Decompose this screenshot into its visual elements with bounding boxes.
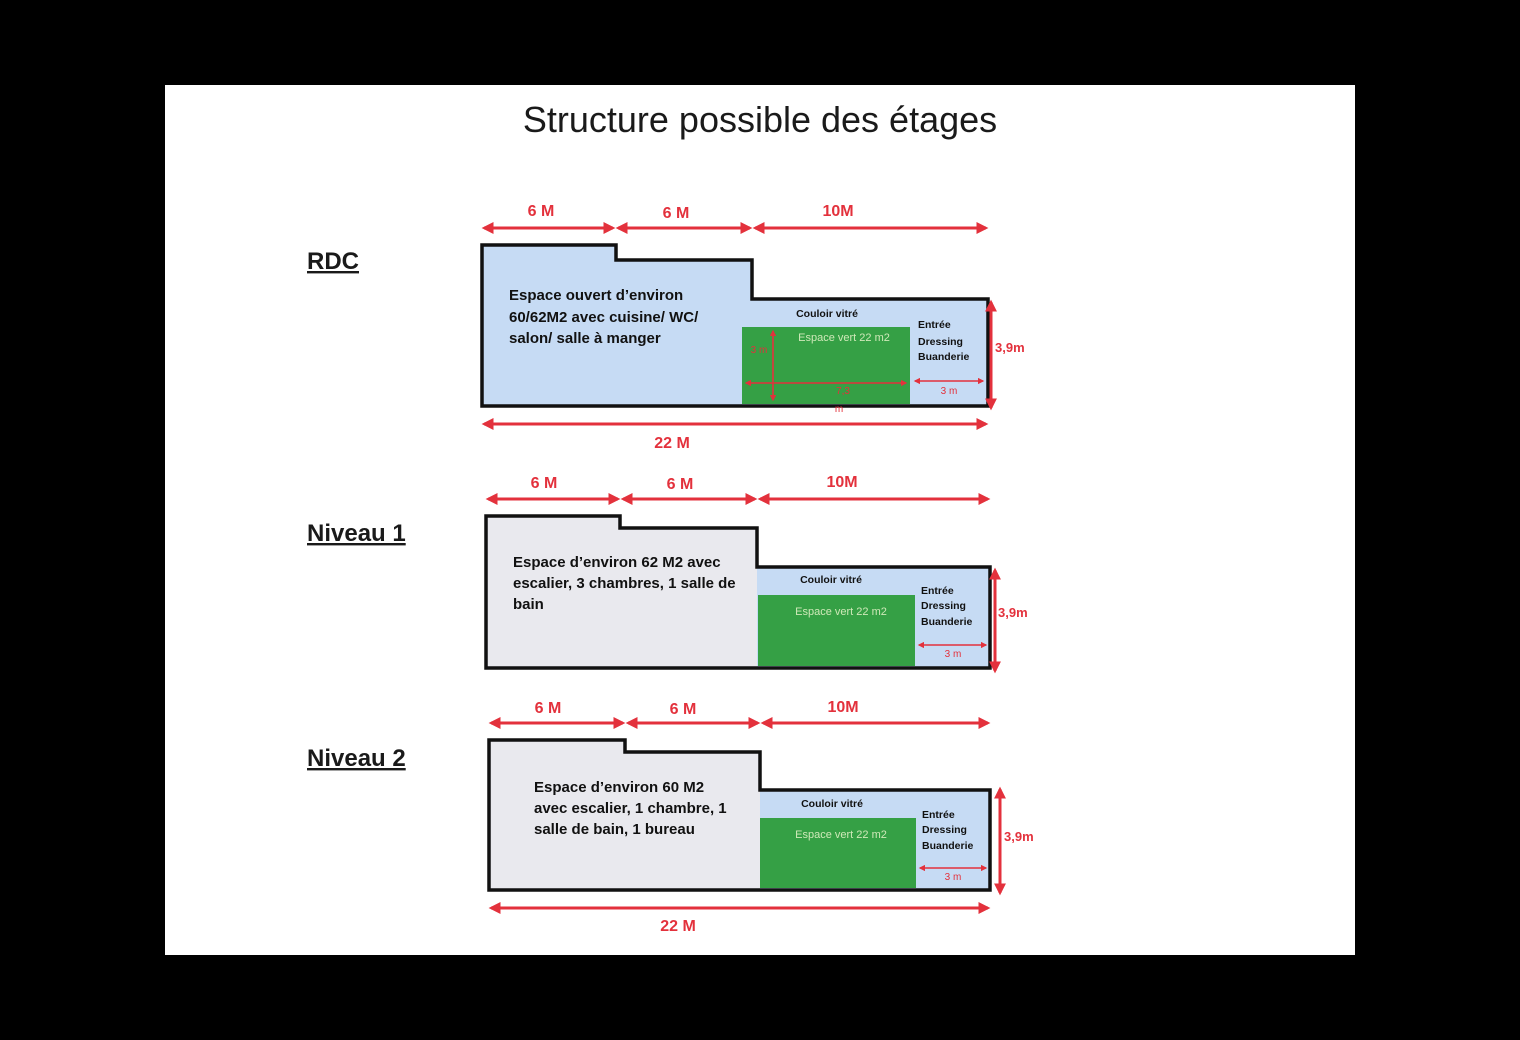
- floor-outline: [484, 514, 992, 670]
- annex-width-label: 3 m: [945, 649, 962, 660]
- floor-label-rdc: RDC: [307, 248, 359, 275]
- space-description-line-2: avec escalier, 1 chambre, 1: [534, 800, 727, 817]
- annex-label-entree: Entrée: [918, 319, 951, 331]
- annex-label-dressing: Dressing: [922, 824, 967, 836]
- garden-width-label-unit: m: [835, 404, 843, 415]
- annex-label-dressing: Dressing: [918, 336, 963, 348]
- dimension-label-segment-2: 6 M: [667, 476, 694, 493]
- total-length-label: 22 M: [654, 435, 690, 452]
- floor-plan-niveau-1: Niveau 1 6 M 6 M 10M Espace d’environ 62…: [307, 474, 1028, 674]
- floor-outline: [480, 243, 990, 408]
- garden-height-label: 3 m: [751, 345, 768, 356]
- space-description-line-1: Espace d’environ 62 M2 avec: [513, 554, 721, 571]
- total-length-label: 22 M: [660, 918, 696, 935]
- dimension-label-segment-1: 6 M: [531, 475, 558, 492]
- garden-label: Espace vert 22 m2: [795, 606, 887, 618]
- annex-label-buanderie: Buanderie: [918, 351, 970, 363]
- annex-label-buanderie: Buanderie: [922, 840, 974, 852]
- dimension-label-segment-3: 10M: [827, 699, 858, 716]
- floor-label-niveau-2: Niveau 2: [307, 745, 406, 772]
- annex-label-buanderie: Buanderie: [921, 616, 973, 628]
- corridor-label: Couloir vitré: [801, 798, 863, 810]
- space-description-line-2: escalier, 3 chambres, 1 salle de: [513, 575, 736, 592]
- dimension-label-segment-2: 6 M: [670, 701, 697, 718]
- corridor-label: Couloir vitré: [800, 574, 862, 586]
- dimension-label-segment-1: 6 M: [535, 700, 562, 717]
- space-description-line-1: Espace ouvert d’environ: [509, 287, 683, 304]
- floor-plan-rdc: RDC 6 M 6 M 10M Espace ouvert d’environ …: [307, 203, 1025, 452]
- dimension-label-segment-3: 10M: [826, 474, 857, 491]
- annex-label-entree: Entrée: [922, 809, 955, 821]
- annex-width-label: 3 m: [945, 872, 962, 883]
- garden-width-label-value: 7,3: [836, 386, 850, 397]
- space-description-line-3: salle de bain, 1 bureau: [534, 821, 695, 838]
- floor-plan-niveau-2: Niveau 2 6 M 6 M 10M Espace d’environ 60…: [307, 699, 1034, 935]
- space-description-line-3: salon/ salle à manger: [509, 330, 661, 347]
- dimension-label-segment-3: 10M: [822, 203, 853, 220]
- annex-label-dressing: Dressing: [921, 600, 966, 612]
- annex-label-entree: Entrée: [921, 585, 954, 597]
- height-label: 3,9m: [995, 340, 1025, 355]
- height-label: 3,9m: [998, 605, 1028, 620]
- dimension-label-segment-1: 6 M: [528, 203, 555, 220]
- floor-label-niveau-1: Niveau 1: [307, 520, 406, 547]
- space-description-line-1: Espace d’environ 60 M2: [534, 779, 704, 796]
- height-label: 3,9m: [1004, 829, 1034, 844]
- garden-area: [760, 818, 916, 888]
- dimension-label-segment-2: 6 M: [663, 205, 690, 222]
- space-description-line-2: 60/62M2 avec cuisine/ WC/: [509, 309, 699, 326]
- garden-label: Espace vert 22 m2: [798, 332, 890, 344]
- annex-width-label: 3 m: [941, 386, 958, 397]
- page-title: Structure possible des étages: [523, 99, 997, 140]
- floor-outline: [487, 738, 992, 892]
- corridor-label: Couloir vitré: [796, 308, 858, 320]
- space-description-line-3: bain: [513, 596, 544, 613]
- garden-area: [758, 595, 915, 666]
- garden-label: Espace vert 22 m2: [795, 829, 887, 841]
